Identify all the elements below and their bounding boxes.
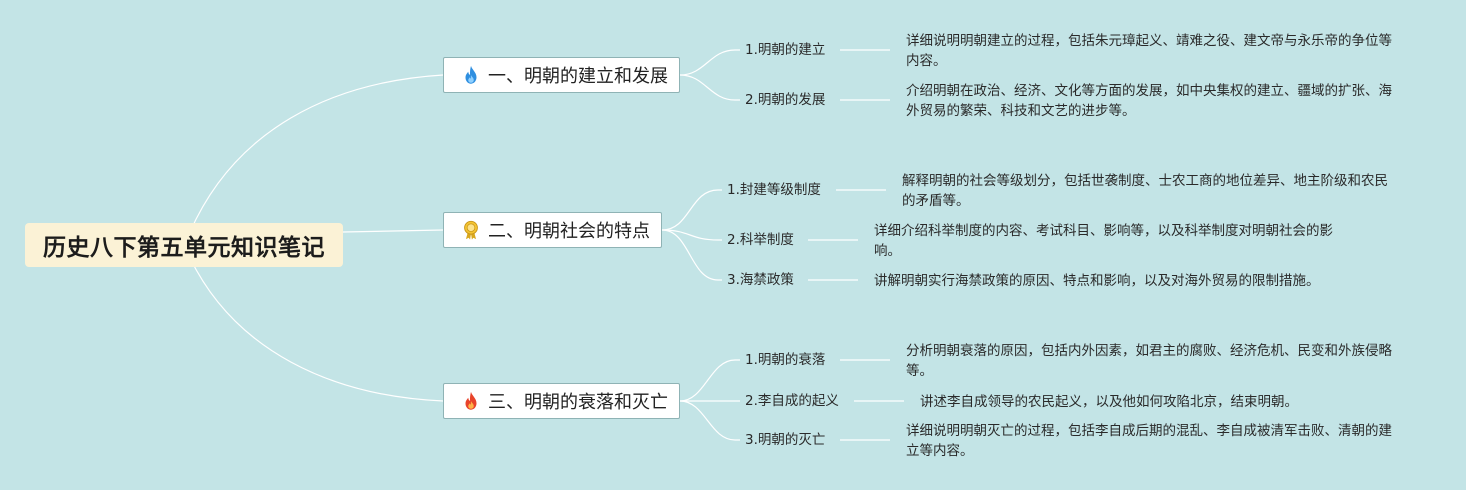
sub-topic-3-2-desc: 讲述李自成领导的农民起义，以及他如何攻陷北京，结束明朝。 (920, 394, 1298, 410)
sub-topic-label: 2.李自成的起义 (745, 393, 839, 409)
topic-3-to-sub-1-line (679, 359, 740, 402)
topic-2-node[interactable]: 二、明朝社会的特点 (443, 212, 662, 248)
sub-topic-1-1-desc: 详细说明明朝建立的过程，包括朱元璋起义、靖难之役、建文帝与永乐帝的争位等内容。 (906, 33, 1392, 69)
root-title: 历史八下第五单元知识笔记 (43, 235, 325, 261)
award-medal-icon (460, 219, 482, 241)
sub-topic-2-2[interactable]: 2.科举制度 (727, 231, 794, 249)
desc-text: 解释明朝的社会等级划分，包括世袭制度、士农工商的地位差异、地主阶级和农民的矛盾等… (902, 173, 1388, 209)
root-to-topic-1-line (189, 74, 444, 233)
sub-topic-3-2[interactable]: 2.李自成的起义 (745, 392, 839, 410)
sub-topic-3-3[interactable]: 3.明朝的灭亡 (745, 431, 825, 449)
sub-topic-3-1-desc: 分析明朝衰落的原因，包括内外因素，如君主的腐败、经济危机、民变和外族侵略等。 (906, 343, 1392, 379)
sub-topic-label: 1.明朝的建立 (745, 42, 826, 58)
sub-topic-2-1[interactable]: 1.封建等级制度 (727, 181, 821, 199)
root-topic[interactable]: 历史八下第五单元知识笔记 (25, 223, 343, 267)
sub-topic-label: 1.封建等级制度 (727, 182, 821, 198)
sub-topic-2-3-desc: 讲解明朝实行海禁政策的原因、特点和影响，以及对海外贸易的限制措施。 (874, 273, 1320, 289)
sub-topic-1-1[interactable]: 1.明朝的建立 (745, 41, 825, 59)
red-flame-icon (460, 390, 482, 412)
sub-topic-label: 3.明朝的灭亡 (745, 432, 826, 448)
topic-2-to-sub-1-line (661, 189, 722, 231)
sub-topic-1-2-desc: 介绍明朝在政治、经济、文化等方面的发展，如中央集权的建立、疆域的扩张、海外贸易的… (906, 83, 1392, 119)
sub-topic-1-2[interactable]: 2.明朝的发展 (745, 91, 825, 109)
sub-topic-label: 3.海禁政策 (727, 272, 794, 288)
sub-topic-2-3[interactable]: 3.海禁政策 (727, 271, 794, 289)
blue-flame-icon (460, 64, 482, 86)
root-to-topic-2-line (342, 229, 444, 233)
sub-topic-label: 2.科举制度 (727, 232, 794, 248)
sub-topic-3-3-desc: 详细说明明朝灭亡的过程，包括李自成后期的混乱、李自成被清军击败、清朝的建立等内容… (906, 423, 1392, 459)
sub-topic-label: 2.明朝的发展 (745, 92, 826, 108)
topic-2-to-sub-3-line (661, 229, 722, 281)
topic-2-to-sub-2-line (661, 229, 722, 241)
topic-1-to-sub-2-line (679, 74, 740, 101)
topic-2-label: 二、明朝社会的特点 (488, 221, 650, 242)
sub-topic-label: 1.明朝的衰落 (745, 352, 826, 368)
topic-1-to-sub-1-line (679, 49, 740, 76)
topic-3-to-sub-3-line (679, 400, 740, 441)
topic-1-node[interactable]: 一、明朝的建立和发展 (443, 57, 680, 93)
root-to-topic-3-line (189, 257, 444, 402)
sub-topic-2-1-desc: 解释明朝的社会等级划分，包括世袭制度、士农工商的地位差异、地主阶级和农民的矛盾等… (902, 171, 1400, 211)
sub-topic-3-1[interactable]: 1.明朝的衰落 (745, 351, 825, 369)
sub-topic-2-2-desc: 详细介绍科举制度的内容、考试科目、影响等，以及科举制度对明朝社会的影响。 (874, 223, 1333, 259)
topic-3-node[interactable]: 三、明朝的衰落和灭亡 (443, 383, 680, 419)
topic-3-label: 三、明朝的衰落和灭亡 (488, 392, 668, 413)
topic-1-label: 一、明朝的建立和发展 (488, 66, 668, 87)
